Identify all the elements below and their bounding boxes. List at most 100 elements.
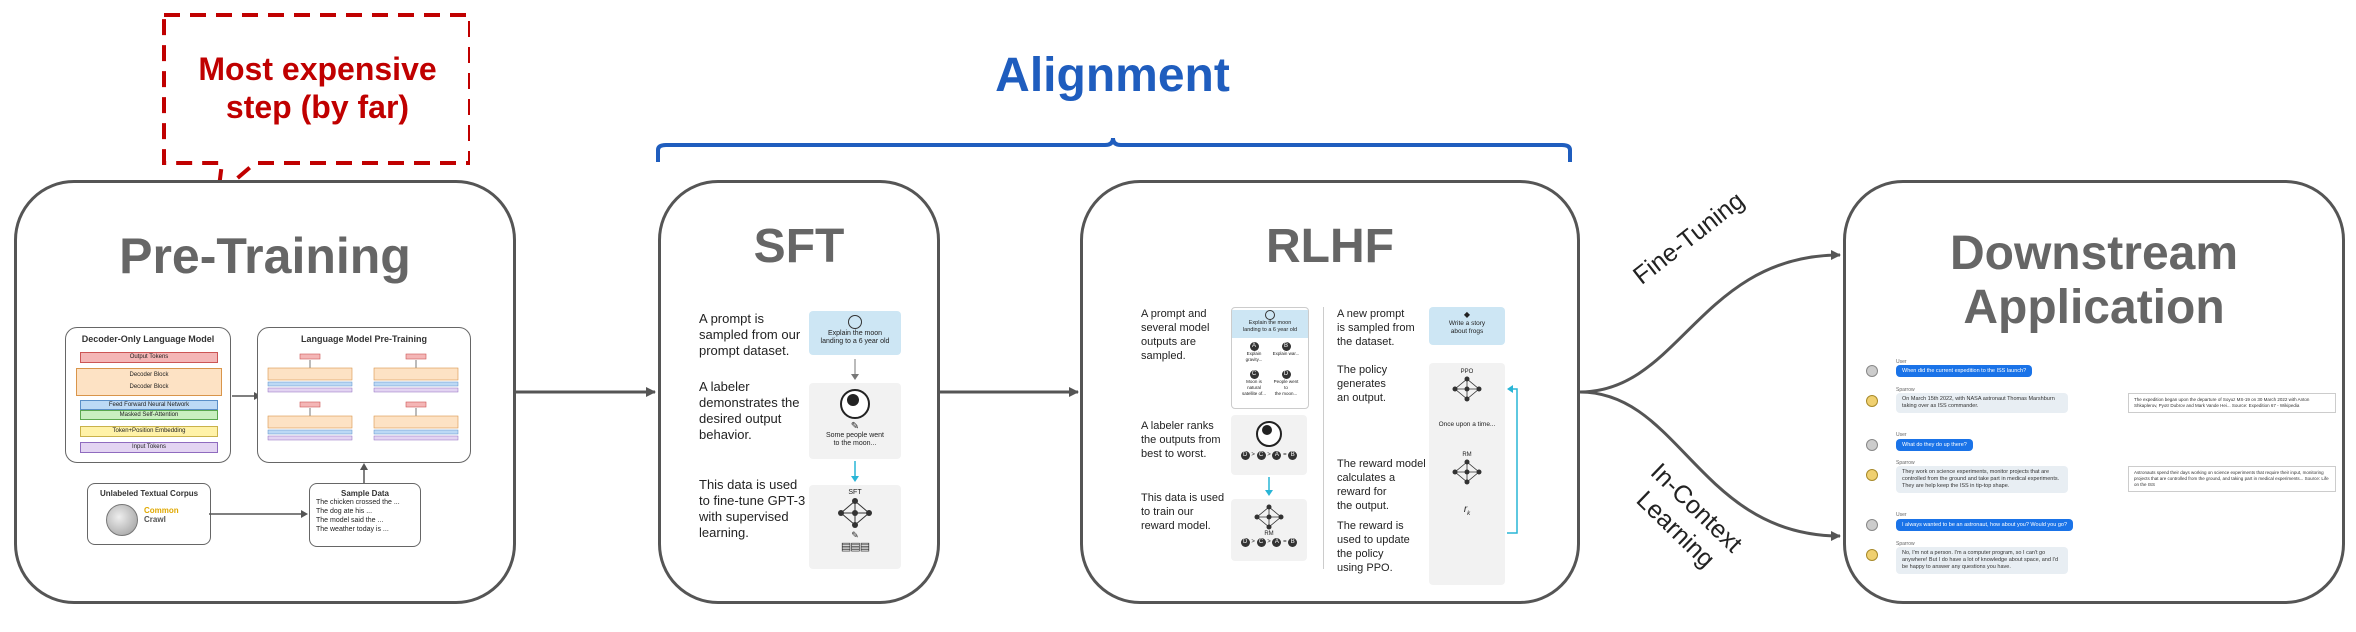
rlhf-rm-card: RM D > C > A = B bbox=[1231, 499, 1307, 561]
ranking-row: D > C > A = B bbox=[1231, 538, 1307, 547]
output-letter: D bbox=[1281, 370, 1291, 379]
sft-step-1-line: prompt dataset. bbox=[699, 343, 790, 358]
rlhf-left-step-2-line: A labeler ranks bbox=[1141, 420, 1214, 432]
rlhf-prompt-outputs-card: Explain the moon landing to a 6 year old… bbox=[1231, 307, 1309, 409]
callout-box bbox=[162, 13, 470, 200]
sft-prompt-card: Explain the moon landing to a 6 year old bbox=[809, 311, 901, 355]
rlhf-right-step-1-line: the dataset. bbox=[1337, 336, 1395, 348]
stage-title-downstream-line-2: Application bbox=[1963, 281, 2225, 334]
rlhf-policy-card: PPO Once upon a time... RM rk bbox=[1429, 363, 1505, 585]
ppo-label: PPO bbox=[1460, 369, 1474, 375]
sft-step-2-line: demonstrates the bbox=[699, 395, 800, 410]
output-text: the moon... bbox=[1274, 391, 1298, 396]
rlhf-prompt-card: Explain the moon landing to a 6 year old bbox=[1232, 310, 1308, 338]
pencil-icon: ✎ bbox=[850, 421, 860, 432]
rlhf-right-step-4-line: used to update bbox=[1337, 534, 1410, 546]
output-text: Moon is natural bbox=[1246, 379, 1262, 390]
rlhf-left-step-1-line: several model bbox=[1141, 322, 1210, 334]
lm-pretraining-diagram bbox=[267, 353, 459, 441]
prompt-icon bbox=[1265, 310, 1275, 320]
rank-token: > bbox=[1251, 452, 1255, 458]
new-prompt-line: Write a story bbox=[1448, 320, 1486, 327]
rm-label: RM bbox=[1264, 531, 1274, 537]
stage-title-downstream-line-1: Downstream bbox=[1949, 227, 2239, 280]
rlhf-ranking-card: D > C > A = B bbox=[1231, 415, 1307, 475]
sample-line: The dog ate his ... bbox=[316, 508, 373, 515]
chat-message-user: What do they do up there? bbox=[1896, 439, 1973, 451]
rlhf-divider bbox=[1323, 307, 1324, 569]
rlhf-left-step-2-line: the outputs from bbox=[1141, 434, 1221, 446]
rank-token: B bbox=[1288, 538, 1298, 547]
rlhf-left-step-2: A labeler ranks the outputs from best to… bbox=[1141, 419, 1221, 461]
rlhf-right-step-2: The policy generates an output. bbox=[1337, 363, 1387, 405]
output-text: Explain war... bbox=[1272, 351, 1300, 356]
rank-token: A bbox=[1272, 451, 1282, 460]
rlhf-left-step-1-line: A prompt and bbox=[1141, 308, 1207, 320]
rlhf-right-step-1-line: A new prompt bbox=[1337, 308, 1405, 320]
sft-model-card: SFT ✎ ▤▤▤ bbox=[809, 485, 901, 569]
rlhf-left-step-1: A prompt and several model outputs are s… bbox=[1141, 307, 1209, 363]
sft-step-2-line: A labeler bbox=[699, 379, 750, 394]
rlhf-left-step-3-line: to train our bbox=[1141, 506, 1194, 518]
sft-step-3-line: to fine-tune GPT-3 bbox=[699, 493, 806, 508]
stage-title-downstream: Downstream Application bbox=[1846, 227, 2342, 335]
layer-embedding: Token+Position Embedding bbox=[80, 426, 218, 437]
policy-output-text: Once upon a time... bbox=[1438, 421, 1496, 428]
neural-network-icon bbox=[1452, 376, 1482, 402]
decoder-model-title: Decoder-Only Language Model bbox=[81, 334, 215, 344]
chat-bot-label: Sparrow bbox=[1896, 460, 1915, 466]
chat-user-label: User bbox=[1896, 512, 1907, 518]
sft-model-label: SFT bbox=[848, 489, 862, 496]
stage-sft: SFT A prompt is sampled from our prompt … bbox=[658, 180, 940, 604]
chat-avatar-user bbox=[1866, 519, 1878, 531]
sample-data-box: Sample Data The chicken crossed the ... … bbox=[309, 483, 421, 547]
arrow-in-context-learning bbox=[1579, 390, 1841, 541]
rlhf-right-step-4: The reward is used to update the policy … bbox=[1337, 519, 1410, 575]
chat-avatar-bot bbox=[1866, 549, 1878, 561]
evidence-box: Astronauts spend their days working on s… bbox=[2128, 466, 2336, 492]
rank-token: D bbox=[1240, 451, 1250, 460]
sft-step-3-line: This data is used bbox=[699, 477, 798, 492]
sft-prompt-line: Explain the moon bbox=[827, 330, 883, 337]
lm-pretraining-title: Language Model Pre-Training bbox=[300, 334, 427, 344]
rlhf-arrow-rank bbox=[1265, 477, 1273, 496]
pencil-icon: ✎ bbox=[851, 530, 859, 540]
sft-demo-card: ✎ Some people went to the moon... bbox=[809, 383, 901, 459]
output-option: C Moon is natural satellite of... bbox=[1240, 370, 1268, 397]
rlhf-right-step-2-line: an output. bbox=[1337, 392, 1386, 404]
ranking-row: D > C > A = B bbox=[1231, 451, 1307, 460]
frog-icon: ◆ bbox=[1463, 310, 1471, 319]
layer-masked-attention: Masked Self-Attention bbox=[80, 410, 218, 420]
sft-prompt-line: landing to a 6 year old bbox=[820, 338, 890, 345]
chat-message-user: I always wanted to be an astronaut, how … bbox=[1896, 519, 2074, 531]
reward-symbol: rk bbox=[1429, 504, 1505, 517]
rm-label: RM bbox=[1462, 452, 1472, 458]
reward-letter: r bbox=[1463, 504, 1468, 515]
sft-step-1: A prompt is sampled from our prompt data… bbox=[699, 311, 800, 359]
rlhf-right-step-2-line: generates bbox=[1337, 378, 1386, 390]
chat-avatar-bot bbox=[1866, 395, 1878, 407]
chat-message-bot: They work on science experiments, monito… bbox=[1896, 466, 2068, 493]
rlhf-right-step-3-line: the output. bbox=[1337, 500, 1389, 512]
layer-output-tokens: Output Tokens bbox=[80, 352, 218, 363]
output-option: B Explain war... bbox=[1272, 342, 1300, 357]
chat-avatar-bot bbox=[1866, 469, 1878, 481]
chat-transcript: User When did the current expedition to … bbox=[1866, 359, 2336, 593]
sample-line: The model said the ... bbox=[316, 517, 384, 524]
rlhf-left-step-3-line: This data is used bbox=[1141, 492, 1225, 504]
rlhf-prompt-line: landing to a 6 year old bbox=[1242, 327, 1298, 333]
rank-token: A bbox=[1272, 538, 1282, 547]
rank-token: = bbox=[1283, 539, 1287, 545]
rlhf-right-step-4-line: using PPO. bbox=[1337, 562, 1393, 574]
output-option: D People went to the moon... bbox=[1272, 370, 1300, 397]
lm-pretraining-box: Language Model Pre-Training bbox=[257, 327, 471, 463]
corpus-title: Unlabeled Textual Corpus bbox=[99, 489, 199, 498]
rlhf-left-step-3-line: reward model. bbox=[1141, 520, 1211, 532]
rlhf-right-step-1: A new prompt is sampled from the dataset… bbox=[1337, 307, 1415, 349]
stage-rlhf: RLHF A prompt and several model outputs … bbox=[1080, 180, 1580, 604]
chat-user-label: User bbox=[1896, 432, 1907, 438]
sft-demo-line: Some people went bbox=[826, 432, 884, 439]
callout-text: Most expensive step (by far) bbox=[165, 50, 470, 126]
globe-icon bbox=[106, 504, 138, 536]
